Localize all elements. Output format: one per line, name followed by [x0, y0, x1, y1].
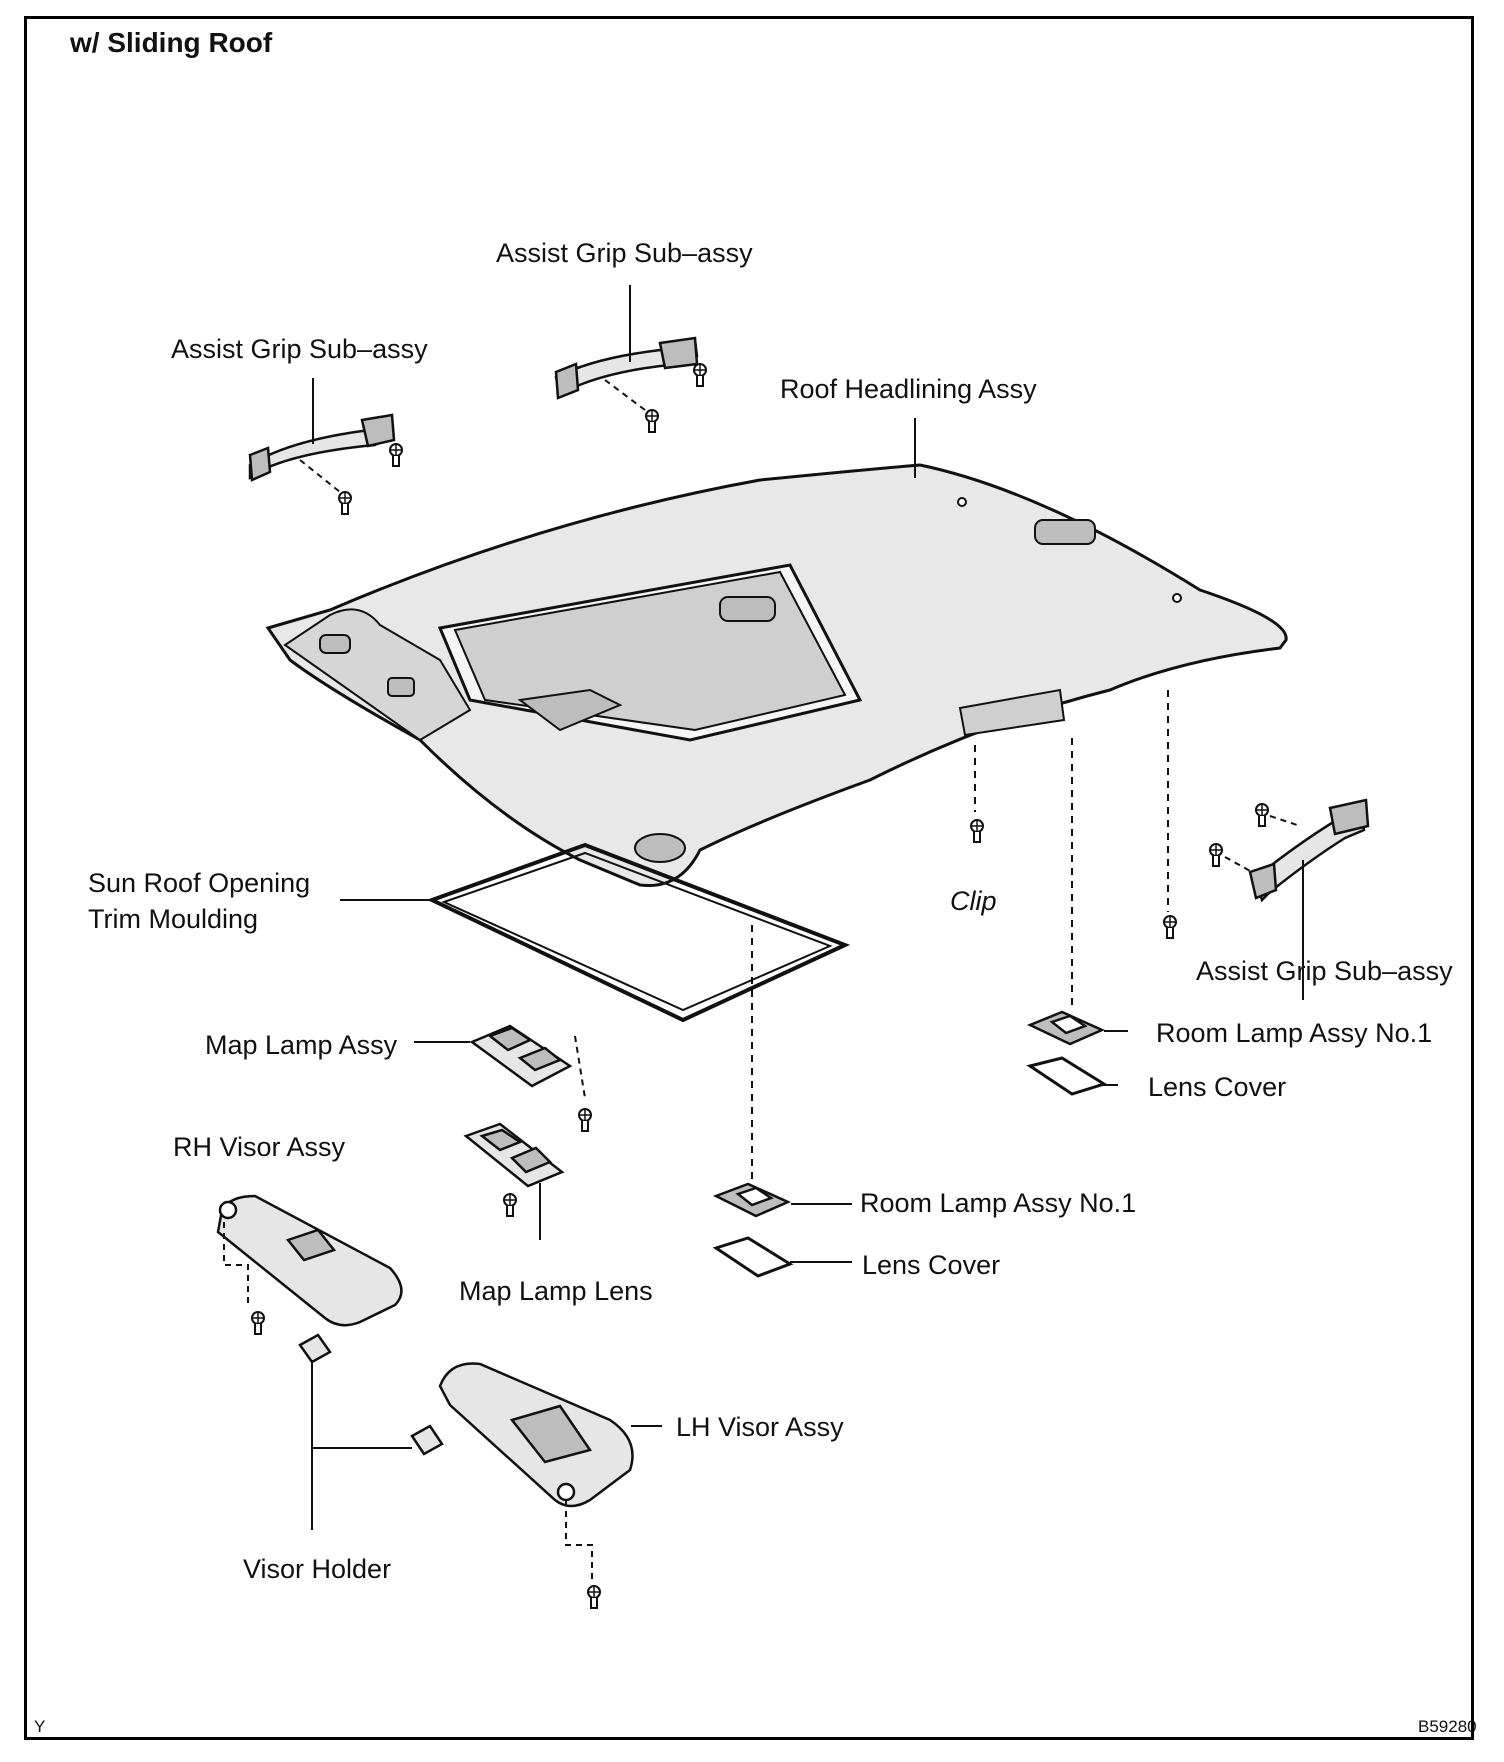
sun-roof-trim-label-line2: Trim Moulding [88, 904, 259, 934]
lh-visor-label: LH Visor Assy [676, 1412, 844, 1442]
diagram-frame [24, 16, 1474, 1740]
page-title: w/ Sliding Roof [70, 27, 273, 58]
assist-grip-left-shape [248, 413, 396, 482]
map-lamp-assy-label: Map Lamp Assy [205, 1030, 398, 1060]
lh-visor-shape [438, 1362, 634, 1508]
leader-lines [311, 285, 1304, 1530]
assist-grip-left-label: Assist Grip Sub–assy [171, 334, 428, 364]
room-lamp-right-shape [1026, 1010, 1106, 1046]
assist-grip-top-label: Assist Grip Sub–assy [496, 238, 753, 268]
footer-left-code: Y [34, 1717, 46, 1736]
sun-roof-trim-inner [441, 851, 833, 1012]
lens-cover-right-label: Lens Cover [1148, 1072, 1287, 1102]
clip-label: Clip [950, 886, 997, 916]
room-lamp-center-label: Room Lamp Assy No.1 [860, 1188, 1137, 1218]
visor-holder-label: Visor Holder [243, 1554, 392, 1584]
rh-visor-label: RH Visor Assy [173, 1132, 346, 1162]
roof-headlining-shape [265, 463, 1288, 888]
sun-roof-trim-shape [426, 842, 851, 1023]
map-lamp-lens-shape [463, 1122, 565, 1188]
roof-headlining-label: Roof Headlining Assy [780, 374, 1037, 404]
visor-holder-shapes [298, 1333, 444, 1456]
lens-cover-center-label: Lens Cover [862, 1250, 1001, 1280]
map-lamp-lens-label: Map Lamp Lens [459, 1276, 653, 1306]
room-lamp-center-shape [712, 1182, 792, 1218]
lens-cover-center-shape [712, 1236, 794, 1278]
sun-roof-trim-label-line1: Sun Roof Opening [88, 868, 311, 898]
room-lamp-right-label: Room Lamp Assy No.1 [1156, 1018, 1433, 1048]
assist-grip-right-shape [1248, 798, 1370, 903]
rh-visor-shape [216, 1194, 403, 1327]
map-lamp-assy-shape [469, 1024, 573, 1088]
dashed-leaders [751, 690, 1169, 1186]
assist-grip-right-label: Assist Grip Sub–assy [1196, 956, 1453, 986]
assist-grip-top-shape [554, 336, 699, 400]
footer-figure-code: B59280 [1418, 1717, 1477, 1736]
lens-cover-right-shape [1026, 1056, 1108, 1096]
